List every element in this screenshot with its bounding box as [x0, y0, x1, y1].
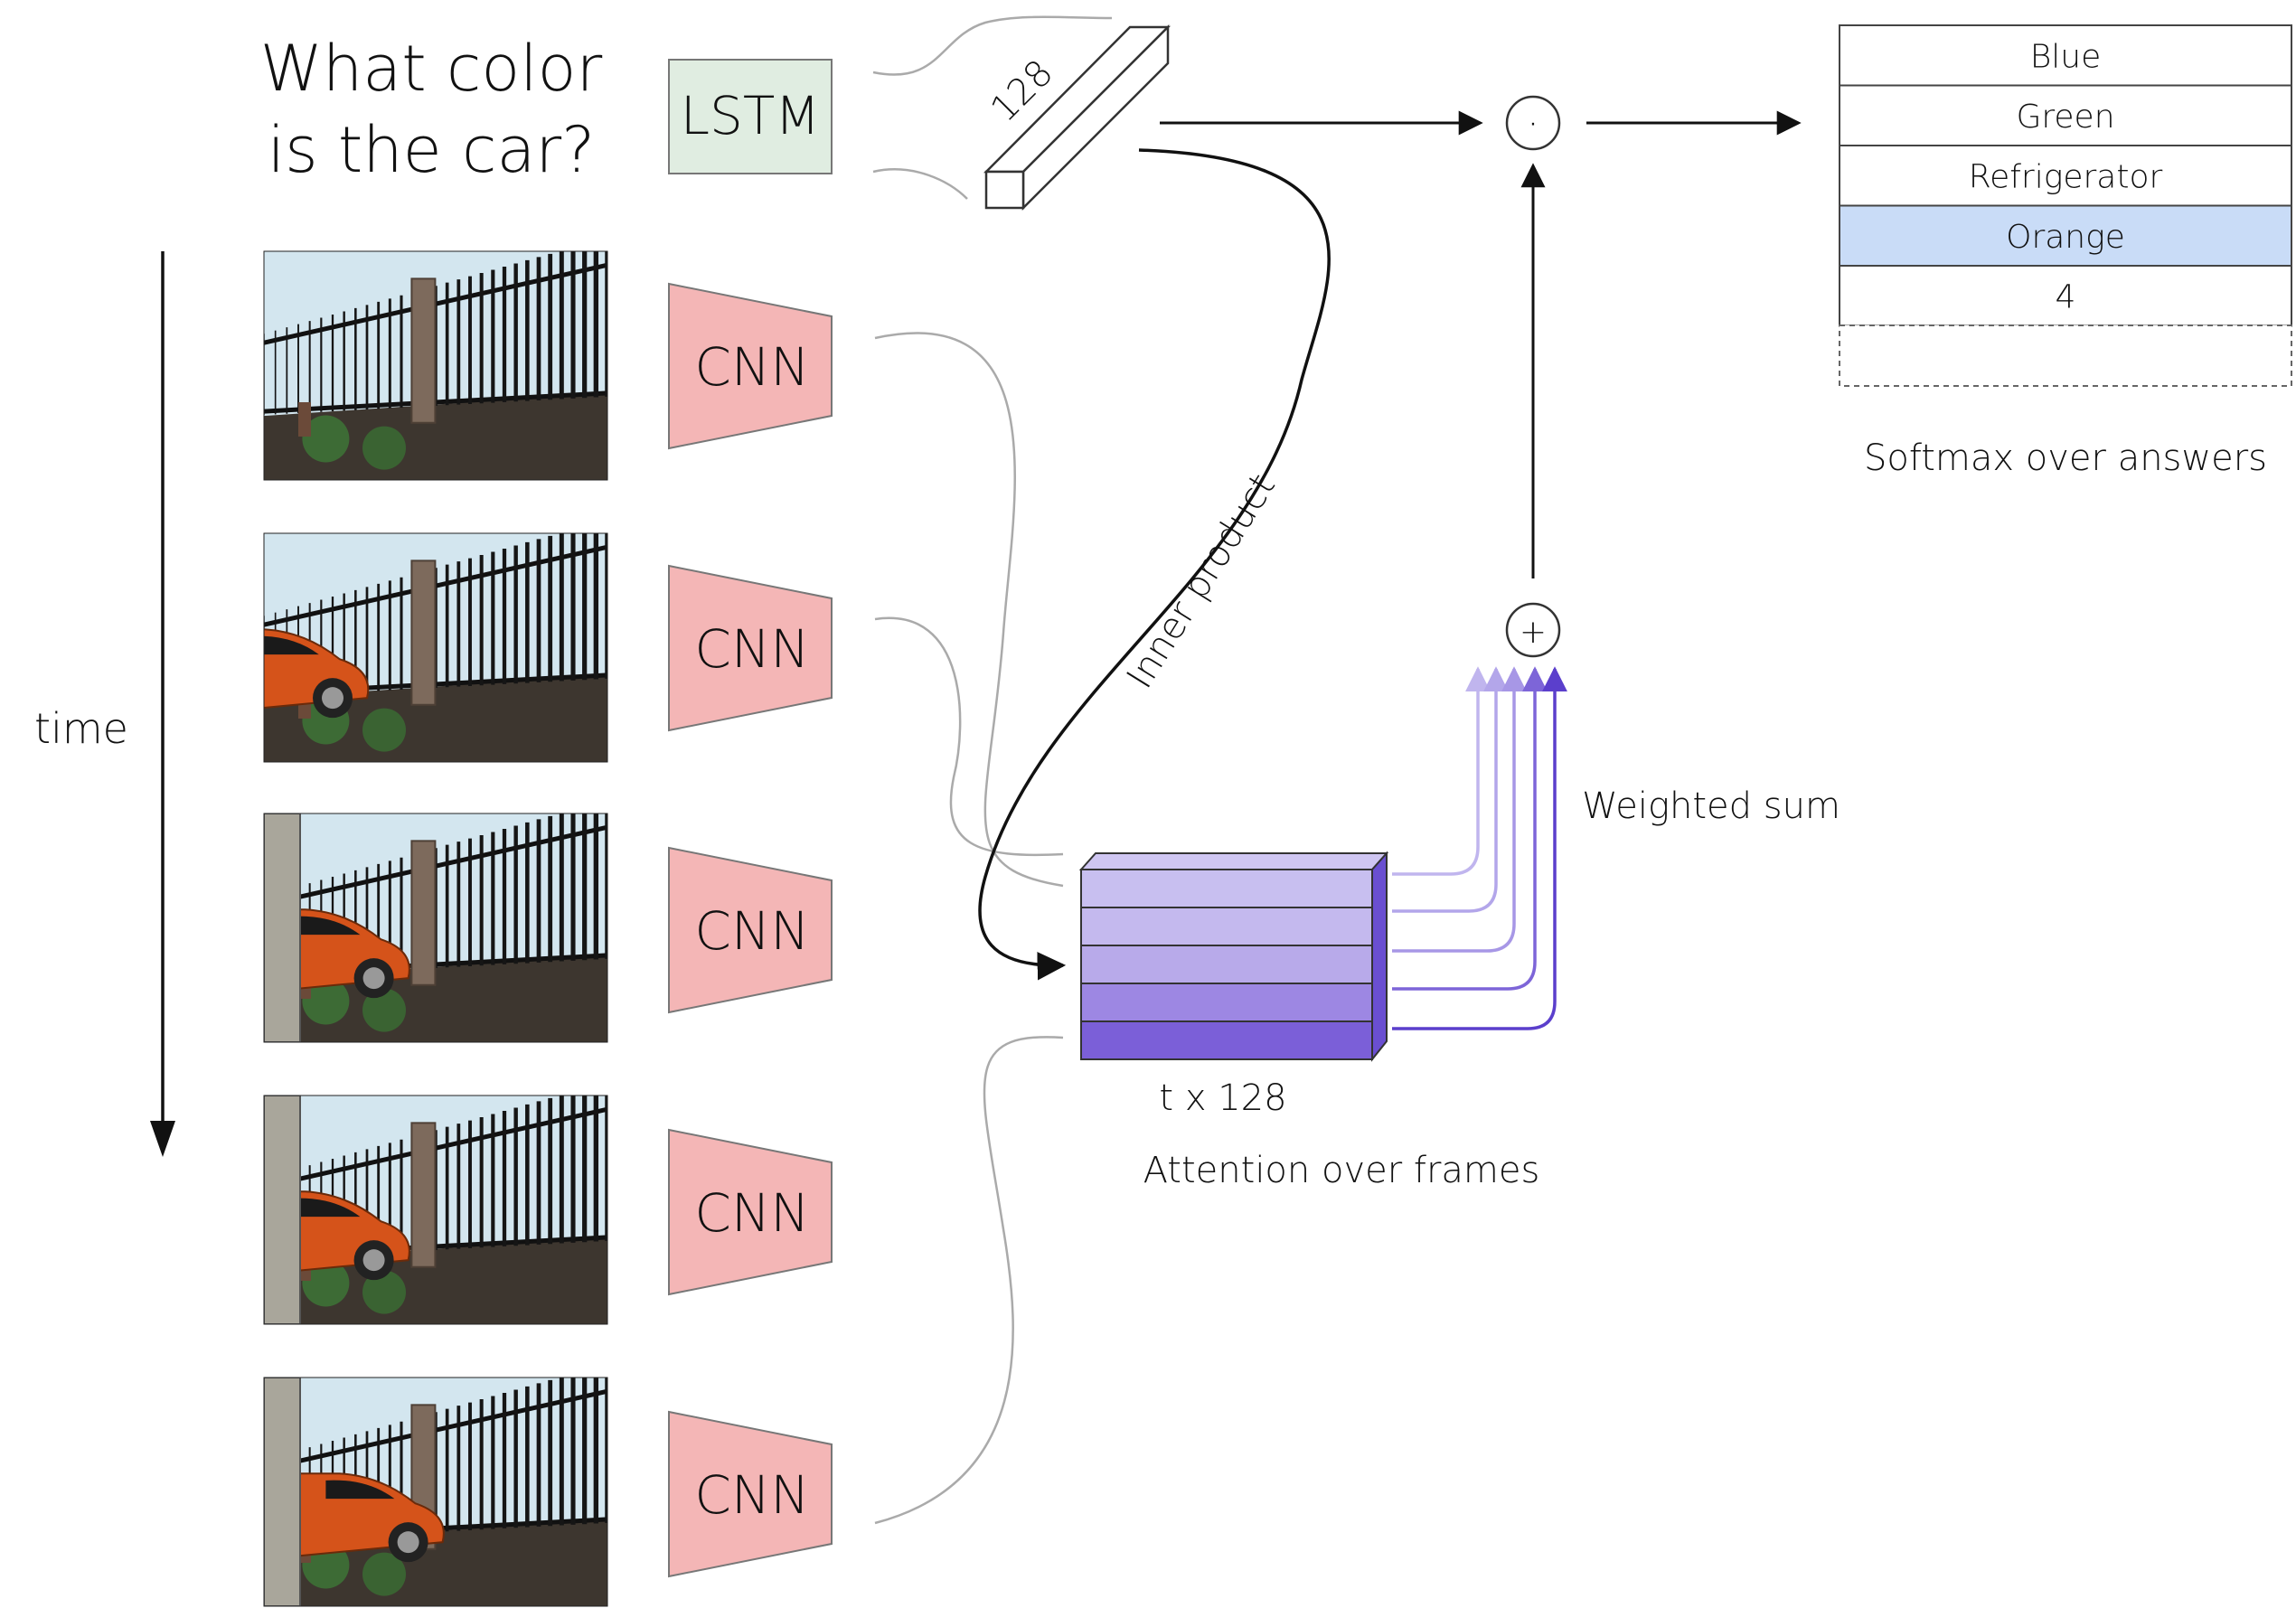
cnn-label: CNN: [694, 900, 809, 962]
answer-row: Orange: [1839, 204, 2292, 267]
answer-row: Refrigerator: [1839, 145, 2292, 207]
question-embedding-prism: [983, 24, 1172, 212]
answer-row: Green: [1839, 84, 2292, 146]
question-line-1: What color: [260, 32, 603, 106]
answer-text: Green: [2016, 99, 2114, 136]
video-frame: [263, 1095, 608, 1325]
video-frame: [263, 813, 608, 1043]
cnn-block: CNN: [668, 564, 833, 732]
video-frame: [263, 250, 608, 481]
answer-text: 4: [2056, 278, 2076, 315]
cnn-label: CNN: [694, 618, 809, 680]
lstm-label: LSTM: [681, 85, 821, 146]
answer-text: Orange: [2006, 219, 2125, 256]
answer-text: Blue: [2030, 38, 2102, 75]
inner-product-label: Inner product: [1119, 466, 1284, 695]
attention-row: [1080, 1020, 1373, 1060]
weighted-arrow: [1392, 666, 1509, 913]
attention-size-label: t x 128: [1159, 1077, 1286, 1119]
answer-row: Blue: [1839, 24, 2292, 87]
attention-top-face: [1078, 852, 1389, 870]
answer-cell: [1839, 84, 2292, 146]
weighted-sum-label: Weighted sum: [1582, 785, 1840, 827]
answer-cell: [1839, 24, 2292, 87]
video-frame: [263, 532, 608, 763]
attention-row: [1080, 907, 1373, 946]
cnn-label: CNN: [694, 1464, 809, 1526]
weighted-arrow: [1392, 666, 1491, 876]
dot-product-node: [1505, 95, 1561, 151]
answer-text: Refrigerator: [1969, 158, 2163, 195]
lstm-to-embedding-connector-bottom: [872, 168, 968, 200]
answer-row: 4: [1839, 265, 2292, 327]
weighted-sum-arrows: [1392, 666, 1567, 1030]
attention-row: [1080, 869, 1373, 908]
lstm-to-embedding-connector-top: [872, 15, 1113, 76]
softmax-caption: Softmax over answers: [1864, 437, 2267, 479]
cnn-blocks: CNN CNN CNN CNN CNN: [668, 282, 833, 1578]
cnn-trapezoid: [668, 1128, 833, 1296]
weighted-arrow: [1392, 666, 1548, 991]
cnn-label: CNN: [694, 1182, 809, 1244]
time-axis-label: time: [34, 704, 128, 753]
cnn-label: CNN: [694, 336, 809, 398]
video-frame: [263, 1377, 608, 1607]
cnn-block: CNN: [668, 1128, 833, 1296]
sum-node: [1505, 602, 1561, 658]
weighted-arrow: [1392, 666, 1567, 1030]
cnn-trapezoid: [668, 846, 833, 1014]
weighted-arrow: [1392, 666, 1527, 953]
attention-caption: Attention over frames: [1143, 1150, 1540, 1191]
answer-cell: [1839, 265, 2292, 327]
attention-side-face: [1371, 851, 1388, 1062]
inner-product-curve: [978, 148, 1331, 981]
dot-product-symbol: ·: [1527, 101, 1539, 147]
question-line-2: is the car?: [268, 113, 596, 187]
cnn-trapezoid: [668, 564, 833, 732]
cnn-block: CNN: [668, 282, 833, 450]
attention-row: [1080, 983, 1373, 1022]
cnn-connector-5: [874, 1036, 1064, 1525]
video-frames: [263, 250, 608, 1607]
answer-placeholder-row: [1839, 324, 2292, 387]
attention-block: [1078, 851, 1389, 1062]
cnn-connector-1: [874, 332, 1064, 888]
cnn-block: CNN: [668, 1410, 833, 1578]
lstm-block: LSTM: [668, 59, 833, 174]
cnn-connector-2: [874, 616, 1064, 857]
lstm-fill: [668, 59, 833, 174]
cnn-to-attention-connectors: [874, 332, 1064, 1525]
cnn-trapezoid: [668, 1410, 833, 1578]
sum-symbol: +: [1520, 614, 1547, 651]
cnn-trapezoid: [668, 282, 833, 450]
cnn-block: CNN: [668, 846, 833, 1014]
attention-row: [1080, 945, 1373, 984]
time-axis-arrowhead: [150, 1121, 175, 1157]
